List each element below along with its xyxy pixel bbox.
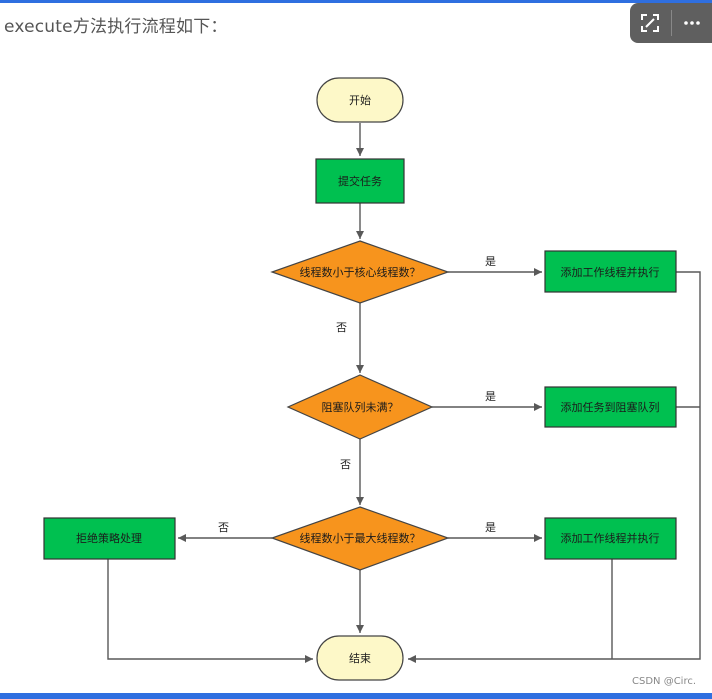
edges bbox=[107, 123, 701, 663]
decision-queue-label: 阻塞队列未满？ bbox=[322, 400, 399, 414]
decision-max-label: 线程数小于最大线程数？ bbox=[300, 531, 421, 545]
edge-label-no-2: 否 bbox=[340, 458, 351, 471]
add-worker-node-2: 添加工作线程并执行 bbox=[544, 517, 677, 560]
edge-label-yes-2: 是 bbox=[485, 390, 496, 403]
image-toolbar bbox=[630, 3, 712, 43]
submit-label: 提交任务 bbox=[338, 174, 382, 188]
toolbar-divider bbox=[670, 10, 672, 36]
end-label: 结束 bbox=[349, 652, 371, 665]
expand-button[interactable] bbox=[630, 3, 671, 43]
decision-core-label: 线程数小于核心线程数？ bbox=[300, 265, 421, 279]
reject-label: 拒绝策略处理 bbox=[76, 531, 142, 545]
start-node: 开始 bbox=[316, 77, 404, 123]
add-worker-label-1: 添加工作线程并执行 bbox=[561, 265, 660, 279]
add-to-queue-label: 添加任务到阻塞队列 bbox=[561, 400, 660, 414]
more-button[interactable] bbox=[671, 3, 712, 43]
top-border bbox=[0, 0, 712, 3]
expand-icon bbox=[641, 14, 660, 32]
watermark: CSDN @Circ. bbox=[632, 676, 697, 687]
add-worker-node-1: 添加工作线程并执行 bbox=[544, 250, 677, 293]
bottom-border bbox=[0, 693, 712, 699]
edge-label-yes-1: 是 bbox=[485, 255, 496, 268]
add-to-queue-node: 添加任务到阻塞队列 bbox=[544, 386, 677, 428]
more-icon bbox=[683, 21, 700, 25]
decision-queue-node: 阻塞队列未满？ bbox=[286, 374, 434, 440]
start-label: 开始 bbox=[349, 93, 371, 107]
edge-worker1-end bbox=[408, 271, 701, 663]
submit-node: 提交任务 bbox=[315, 158, 405, 204]
page-heading: execute方法执行流程如下： bbox=[4, 17, 228, 37]
decision-core-node: 线程数小于核心线程数？ bbox=[270, 240, 450, 304]
reject-node: 拒绝策略处理 bbox=[43, 517, 176, 560]
decision-max-node: 线程数小于最大线程数？ bbox=[270, 506, 450, 571]
end-node: 结束 bbox=[316, 635, 404, 681]
add-worker-label-2: 添加工作线程并执行 bbox=[561, 531, 660, 545]
edge-label-yes-3: 是 bbox=[485, 521, 496, 534]
edge-label-no-3: 否 bbox=[218, 521, 229, 534]
edge-reject-end bbox=[107, 559, 313, 663]
edge-label-no-1: 否 bbox=[336, 321, 347, 334]
